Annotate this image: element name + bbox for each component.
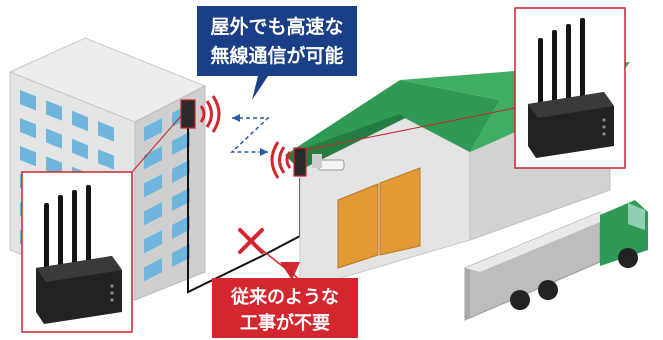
building-window: [172, 159, 190, 183]
router-icon: [36, 185, 122, 324]
building-window: [20, 118, 36, 139]
building-window: [72, 138, 88, 160]
building-window: [98, 149, 114, 170]
building-window: [98, 121, 114, 142]
inset-connector-right: [305, 107, 516, 151]
building-window: [144, 118, 162, 142]
radio-waves-icon: [199, 95, 221, 133]
building-window: [144, 202, 162, 226]
cross-icon: [238, 228, 264, 254]
router-small-warehouse: [293, 147, 307, 177]
callout-no-wiring-line2: 工事が不要: [240, 312, 330, 334]
router-small-building: [180, 99, 196, 129]
building-window: [20, 146, 36, 167]
building-window: [72, 110, 88, 132]
building-window: [144, 146, 162, 170]
building-window: [172, 215, 190, 239]
building-window: [46, 128, 62, 149]
callout-no-wiring-line1: 従来のような: [230, 286, 339, 308]
inset-connector-left: [131, 115, 182, 173]
building-window: [144, 258, 162, 282]
building-window: [144, 230, 162, 254]
building-window: [172, 131, 190, 155]
callout-wireless-line2: 無線通信が可能: [210, 44, 343, 67]
building-window: [46, 100, 62, 121]
wireless-link: [230, 117, 270, 153]
callout-wireless: 屋外でも高速な 無線通信が可能: [197, 6, 357, 100]
router-inset-right: [514, 7, 626, 169]
security-camera-icon: [312, 154, 345, 171]
callout-no-wiring: 従来のような 工事が不要: [212, 262, 358, 338]
building-window: [20, 90, 36, 111]
building-window: [172, 243, 190, 267]
router-inset-left: [21, 171, 133, 333]
router-icon: [528, 18, 614, 158]
callout-wireless-line1: 屋外でも高速な: [210, 15, 343, 38]
building-window: [172, 187, 190, 211]
radio-waves-icon: [270, 141, 292, 179]
truck: [464, 200, 648, 321]
building-window: [144, 174, 162, 198]
